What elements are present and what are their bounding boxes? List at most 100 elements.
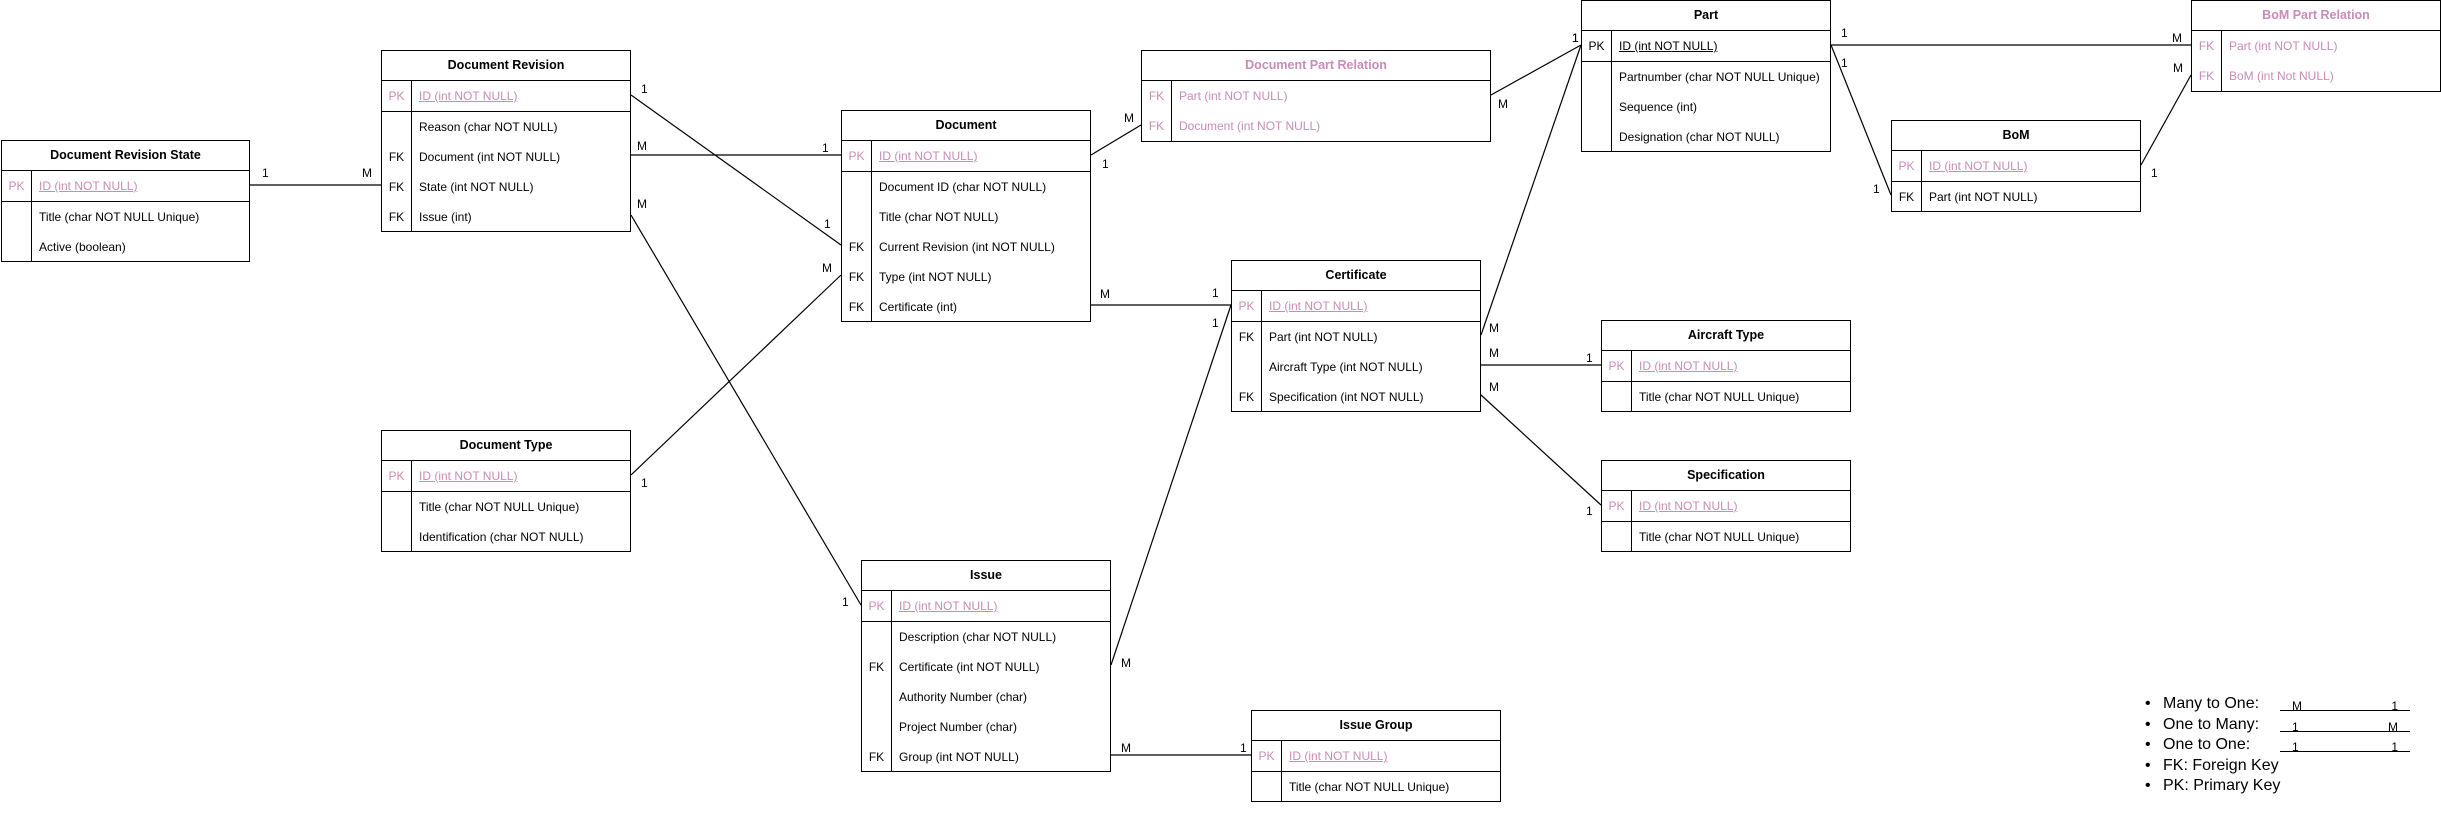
attribute-name: Issue (int)	[419, 210, 472, 224]
foreign-key-marker: FK	[868, 750, 885, 764]
attribute-name: Aircraft Type (int NOT NULL)	[1269, 360, 1423, 374]
attribute-name: Certificate (int)	[879, 300, 958, 314]
legend-sample-left: M	[2292, 699, 2302, 713]
cardinality-from-label: M	[1121, 656, 1131, 670]
attribute-row: Title (char NOT NULL)	[842, 202, 1090, 232]
relation-line-current-revision	[630, 94, 842, 246]
relation-line-bom-relation	[2140, 74, 2192, 166]
cardinality-to-label: 1	[824, 217, 831, 231]
entity-title: Part	[1582, 1, 1830, 31]
attribute-name: ID (int NOT NULL)	[419, 469, 518, 483]
primary-key-marker: PK	[1238, 299, 1255, 313]
attribute-name: Group (int NOT NULL)	[899, 750, 1019, 764]
foreign-key-marker: FK	[868, 660, 885, 674]
legend-sample-line: M 1	[2280, 696, 2410, 713]
foreign-key-marker: FK	[388, 180, 405, 194]
entity-title: Document Part Relation	[1142, 51, 1490, 81]
primary-key-marker: PK	[848, 149, 865, 163]
legend-sample-line: 1 M	[2280, 717, 2410, 734]
foreign-key-marker: FK	[1898, 190, 1915, 204]
attribute-name: Description (char NOT NULL)	[899, 630, 1057, 644]
key-column-divider	[871, 141, 872, 321]
attribute-row: Reason (char NOT NULL)	[382, 112, 630, 142]
legend-sample-left: 1	[2292, 719, 2299, 734]
legend-item-primary-key: PK: Primary Key	[2145, 776, 2435, 797]
attribute-name: ID (int NOT NULL)	[1289, 749, 1388, 763]
cardinality-to-label: M	[2173, 61, 2183, 75]
attribute-name: ID (int NOT NULL)	[419, 89, 518, 103]
cardinality-to-label: M	[822, 261, 832, 275]
cardinality-from-label: M	[1498, 97, 1508, 111]
attribute-name: Certificate (int NOT NULL)	[899, 660, 1040, 674]
cardinality-from-label: M	[1100, 287, 1110, 301]
entity-title: Document Type	[382, 431, 630, 461]
legend-item-one-to-many: One to Many: 1 M	[2145, 715, 2435, 736]
attribute-name: ID (int NOT NULL)	[39, 179, 138, 193]
attribute-name: Title (char NOT NULL Unique)	[1639, 530, 1800, 544]
attribute-name: Part (int NOT NULL)	[1269, 330, 1378, 344]
cardinality-to-label: 1	[1212, 286, 1219, 300]
relation-line-document-part-relation	[1090, 124, 1142, 156]
entity-title: Specification	[1602, 461, 1850, 491]
foreign-key-marker: FK	[848, 270, 865, 284]
attribute-row: PK ID (int NOT NULL)	[382, 81, 630, 112]
attribute-row: Designation (char NOT NULL)	[1582, 122, 1830, 152]
cardinality-to-label: 1	[1240, 741, 1247, 755]
relation-line-document-type	[630, 274, 842, 476]
key-column-divider	[1261, 291, 1262, 411]
attribute-row: Aircraft Type (int NOT NULL)	[1232, 352, 1480, 382]
key-column-divider	[1611, 31, 1612, 151]
attribute-name: Active (boolean)	[39, 240, 126, 254]
legend-item-many-to-one: Many to One: M 1	[2145, 694, 2435, 715]
entity-title: Issue Group	[1252, 711, 1500, 741]
relation-line-certificate-spec	[1480, 394, 1602, 506]
foreign-key-marker: FK	[848, 240, 865, 254]
foreign-key-marker: FK	[2198, 39, 2215, 53]
foreign-key-marker: FK	[848, 300, 865, 314]
cardinality-from-label: M	[637, 197, 647, 211]
attribute-name: Title (char NOT NULL Unique)	[1289, 780, 1450, 794]
primary-key-marker: PK	[388, 469, 405, 483]
primary-key-marker: PK	[388, 89, 405, 103]
key-column-divider	[1171, 81, 1172, 141]
legend-item-foreign-key: FK: Foreign Key	[2145, 756, 2435, 777]
relation-line-part-bom	[1830, 44, 1892, 196]
legend-text: FK: Foreign Key	[2163, 756, 2279, 774]
attribute-name: ID (int NOT NULL)	[1619, 39, 1718, 53]
attribute-name: ID (int NOT NULL)	[1929, 159, 2028, 173]
attribute-row: Title (char NOT NULL Unique)	[1602, 522, 1850, 552]
cardinality-from-label: 1	[2151, 166, 2158, 180]
legend-sample-right: M	[2388, 719, 2398, 734]
attribute-name: Title (char NOT NULL Unique)	[39, 210, 200, 224]
attribute-name: Title (char NOT NULL Unique)	[1639, 390, 1800, 404]
attribute-row: Partnumber (char NOT NULL Unique)	[1582, 62, 1830, 92]
attribute-name: ID (int NOT NULL)	[1639, 359, 1738, 373]
primary-key-marker: PK	[868, 599, 885, 613]
legend: Many to One: M 1 One to Many: 1 M One to…	[2145, 694, 2435, 799]
cardinality-to-label: 1	[1572, 31, 1579, 45]
legend-sample-right: 1	[2391, 699, 2398, 713]
attribute-name: Document (int NOT NULL)	[1179, 119, 1321, 133]
entity-title: BoM	[1892, 121, 2140, 151]
